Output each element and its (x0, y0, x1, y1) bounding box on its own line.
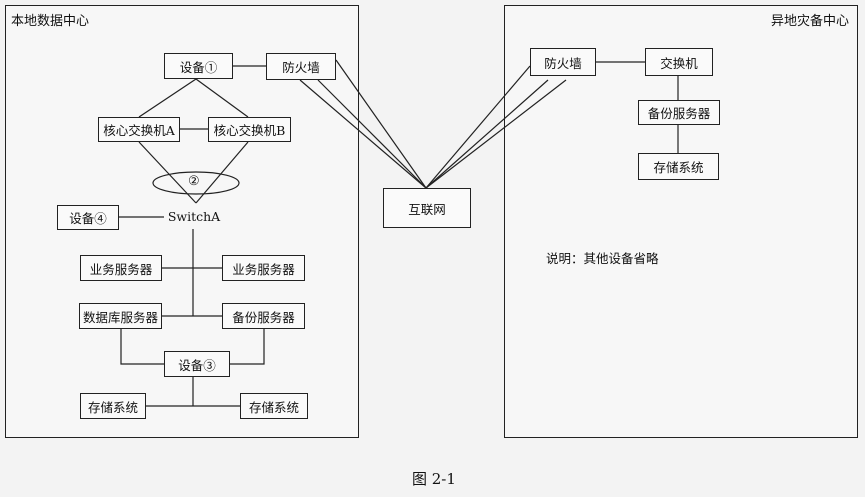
remote-backup-server-box: 备份服务器 (638, 100, 720, 125)
biz-server-left-box: 业务服务器 (80, 255, 162, 281)
link-device1-core-b (195, 78, 249, 118)
storage-left-box: 存储系统 (80, 393, 146, 419)
device-3-box: 设备③ (164, 351, 230, 377)
core-switch-a-box: 核心交换机A (98, 117, 180, 142)
local-datacenter-title: 本地数据中心 (11, 14, 90, 29)
local-backup-server-box: 备份服务器 (222, 303, 305, 329)
link-device1-core-a (138, 78, 197, 118)
link-local-fw-internet-2 (335, 59, 427, 189)
ellipse-label-2 (152, 171, 240, 195)
link-local-fw-internet-1 (317, 79, 427, 189)
local-firewall-box: 防火墙 (266, 53, 336, 80)
device-4-box: 设备④ (57, 205, 119, 230)
link-remote-fw-internet-3 (425, 79, 567, 189)
remote-storage-box: 存储系统 (638, 153, 719, 180)
storage-right-box: 存储系统 (240, 393, 308, 419)
db-server-box: 数据库服务器 (79, 303, 162, 329)
local-firewall-label: 防火墙 (282, 60, 320, 75)
device-1-box: 设备① (164, 53, 233, 79)
remote-dr-center-title: 异地灾备中心 (770, 14, 849, 29)
remote-firewall-box: 防火墙 (530, 48, 596, 76)
storage-right-label: 存储系统 (248, 399, 299, 415)
device-4-label: 设备④ (69, 211, 107, 226)
device-1-label: 设备① (179, 59, 218, 75)
biz-server-right-label: 业务服务器 (232, 261, 295, 277)
remote-backup-server-label: 备份服务器 (647, 106, 711, 121)
remote-dr-center-region: 异地灾备中心 (504, 5, 858, 438)
storage-left-label: 存储系统 (87, 399, 138, 415)
remote-switch-label: 交换机 (660, 55, 698, 71)
device-3-label: 设备③ (178, 357, 216, 373)
link-local-fw-internet-3 (299, 79, 427, 189)
internet-box: 互联网 (383, 188, 471, 228)
link-remote-fw-internet-2 (425, 79, 549, 189)
remote-switch-box: 交换机 (645, 48, 713, 76)
link-remote-fw-internet-1 (425, 65, 531, 189)
core-switch-b-box: 核心交换机B (208, 117, 291, 142)
link-db-device3 (120, 329, 164, 365)
db-server-label: 数据库服务器 (82, 309, 158, 325)
biz-server-left-label: 业务服务器 (89, 261, 153, 277)
core-switch-a-label: 核心交换机A (103, 123, 175, 138)
core-switch-b-label: 核心交换机B (213, 123, 286, 138)
link-core-b-switcha (195, 141, 249, 204)
remote-firewall-label: 防火墙 (544, 55, 582, 71)
figure-caption: 图 2-1 (412, 470, 456, 488)
link-backup-device3 (230, 329, 265, 365)
internet-label: 互联网 (408, 201, 446, 217)
marker-2-label: ② (188, 174, 200, 189)
local-backup-server-label: 备份服务器 (232, 309, 295, 325)
remote-note: 说明：其他设备省略 (546, 251, 659, 266)
switcha-box: SwitchA (164, 203, 224, 229)
link-core-a-switcha (138, 141, 197, 204)
biz-server-right-box: 业务服务器 (222, 255, 305, 281)
switcha-label: SwitchA (167, 208, 221, 224)
remote-storage-label: 存储系统 (653, 160, 704, 175)
